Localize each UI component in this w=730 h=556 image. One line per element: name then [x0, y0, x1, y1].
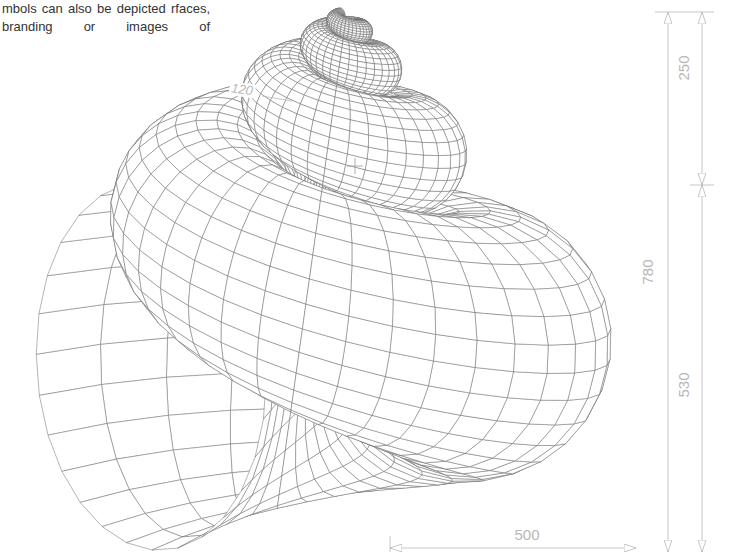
shell-facet — [595, 336, 608, 371]
shell-facet — [166, 373, 232, 415]
shell-facet — [168, 410, 230, 450]
shell-wireframe — [36, 8, 610, 550]
shell-facet — [196, 112, 219, 121]
shell-facet — [100, 338, 167, 385]
